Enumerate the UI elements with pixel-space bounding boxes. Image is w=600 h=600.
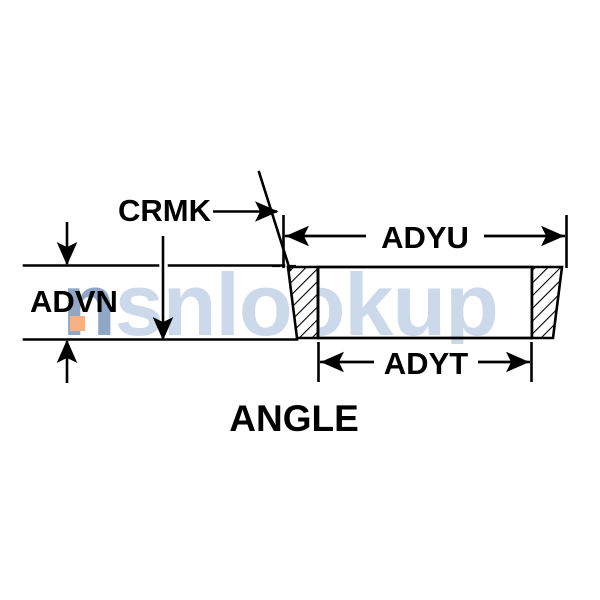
watermark-first-letter: n — [62, 255, 115, 354]
dimension-crmk: CRMK — [118, 193, 279, 341]
dimension-advn: ADVN — [30, 222, 118, 383]
right-wedge-section — [530, 265, 564, 340]
watermark-accent-dot — [70, 316, 85, 331]
part-title: ANGLE — [229, 398, 359, 439]
center-body-outline — [316, 265, 534, 340]
adyu-label-knockout — [366, 218, 484, 252]
advn-label: ADVN — [30, 284, 118, 319]
center-body-rect — [316, 265, 534, 340]
right-hatched-wedge — [530, 265, 564, 340]
dimension-adyt: ADYT — [317, 342, 533, 382]
adyt-label: ADYT — [384, 346, 468, 381]
crmk-label: CRMK — [118, 193, 212, 228]
dimension-adyu: ADYU — [282, 215, 568, 268]
adyu-label: ADYU — [381, 220, 469, 255]
adyt-label-knockout — [374, 344, 478, 378]
